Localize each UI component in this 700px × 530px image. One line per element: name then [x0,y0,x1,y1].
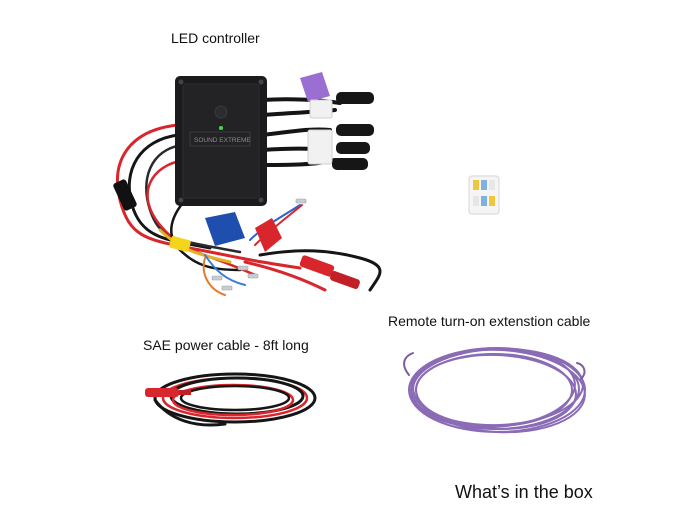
remote-cable-label: Remote turn-on extenstion cable [388,313,591,329]
sae-power-cable-image [145,372,317,427]
whats-in-the-box-title: What’s in the box [455,482,593,502]
controller-logo-text: SOUND EXTREME [194,137,251,144]
led-controller-label: LED controller [171,30,260,46]
remote-extension-cable-image [403,347,586,434]
sae-cable-label: SAE power cable - 8ft long [143,337,309,353]
wire-connector-image [468,175,500,215]
